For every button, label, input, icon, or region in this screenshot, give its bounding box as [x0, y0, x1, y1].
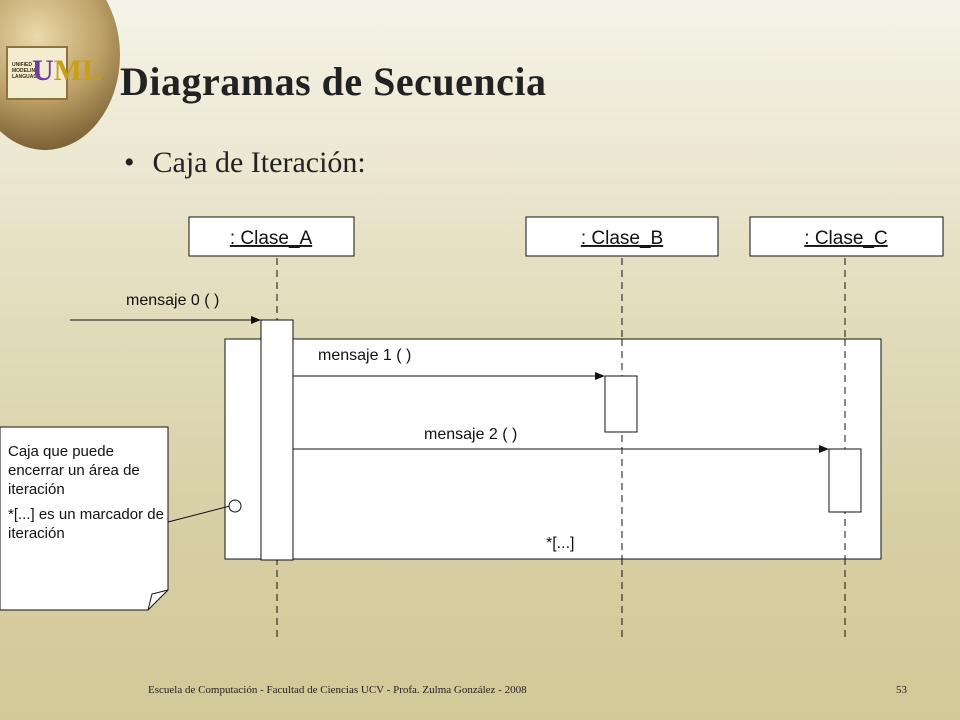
- note-text: Caja que puede encerrar un área de itera…: [8, 442, 168, 549]
- lifeline-label-c: : Clase_C: [804, 228, 887, 249]
- lifeline-head-a: : Clase_A: [188, 216, 355, 257]
- message-0-label: mensaje 0 ( ): [126, 292, 219, 309]
- note-line-1: Caja que puede encerrar un área de itera…: [8, 443, 140, 498]
- message-2-label: mensaje 2 ( ): [424, 426, 517, 443]
- uml-logo-mark: UML: [32, 54, 102, 88]
- note-connector: [167, 505, 231, 523]
- uml-logo-mark-u: U: [32, 54, 54, 87]
- lifeline-head-b: : Clase_B: [525, 216, 719, 257]
- page-number: 53: [896, 684, 907, 696]
- note-anchor-circle: [228, 499, 242, 513]
- note-line-2: *[...] es un marcador de iteración: [8, 506, 164, 542]
- uml-logo-text: UNIFIED MODELING LANGUAGE: [12, 62, 41, 80]
- activation-c: [828, 448, 862, 513]
- bullet-dot: •: [124, 146, 135, 179]
- uml-logo: UNIFIED MODELING LANGUAGE UML: [6, 46, 102, 100]
- activation-a: [260, 319, 294, 561]
- message-1-label: mensaje 1 ( ): [318, 347, 411, 364]
- bullet-text: Caja de Iteración:: [152, 146, 366, 179]
- lifeline-label-b: : Clase_B: [581, 228, 663, 249]
- note-fold: [147, 589, 169, 611]
- uml-logo-mark-ml: ML: [53, 54, 102, 87]
- activation-b: [604, 375, 638, 433]
- lifeline-label-a: : Clase_A: [230, 228, 313, 249]
- lifeline-head-c: : Clase_C: [749, 216, 944, 257]
- note-shape: [0, 426, 169, 611]
- bullet-item: • Caja de Iteración:: [124, 146, 366, 180]
- slide-title: Diagramas de Secuencia: [120, 59, 547, 104]
- slide-footer: Escuela de Computación - Facultad de Cie…: [148, 684, 527, 696]
- iteration-marker: *[...]: [546, 535, 574, 552]
